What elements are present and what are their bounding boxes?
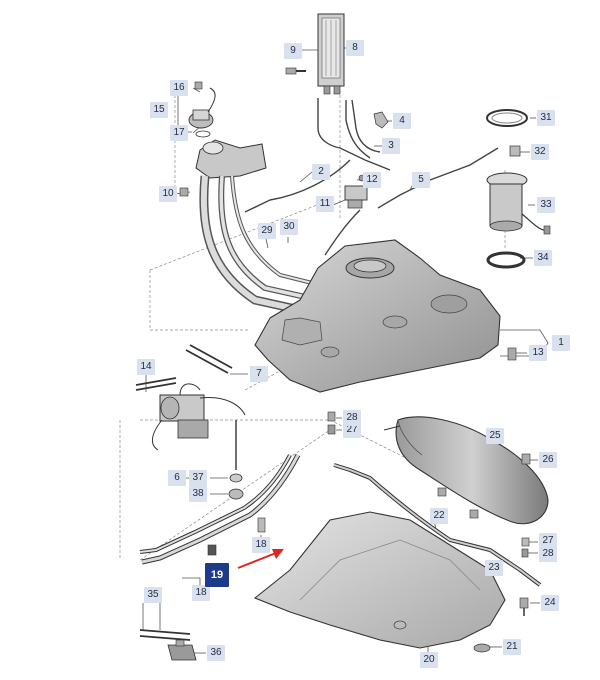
label-16: 16 [170, 80, 188, 96]
label-18-upper: 18 [252, 537, 270, 553]
highlight-arrow [237, 549, 284, 569]
underbody-shield [253, 511, 506, 649]
label-18-lower: 18 [192, 585, 210, 601]
label-28-lower: 28 [539, 546, 557, 562]
label-27-upper: 27 [343, 422, 361, 438]
straps-35 [139, 629, 191, 641]
label-15: 15 [150, 102, 168, 118]
label-2: 2 [312, 164, 330, 180]
label-30: 30 [280, 219, 298, 235]
sensor-lead [228, 420, 244, 500]
fuel-cap [188, 81, 216, 138]
label-17: 17 [170, 125, 188, 141]
label-27-lower: 27 [539, 533, 557, 549]
label-24: 24 [541, 595, 559, 611]
heat-shield [383, 416, 549, 525]
label-34: 34 [534, 250, 552, 266]
bolt-9 [285, 67, 306, 75]
label-37: 37 [189, 470, 207, 486]
label-28-upper: 28 [343, 410, 361, 426]
label-31: 31 [537, 110, 555, 126]
label-10: 10 [159, 186, 177, 202]
label-13: 13 [529, 345, 547, 361]
line-22 [333, 463, 542, 587]
label-12: 12 [363, 172, 381, 188]
clip-4 [373, 111, 389, 129]
lines-18 [139, 453, 301, 565]
label-9: 9 [284, 43, 302, 59]
label-29: 29 [258, 223, 276, 239]
label-23: 23 [485, 560, 503, 576]
fuel-tank [254, 239, 517, 393]
fuel-lines-upper [244, 98, 499, 256]
label-38: 38 [189, 486, 207, 502]
label-25: 25 [486, 428, 504, 444]
straps-7 [185, 344, 233, 374]
connector-36 [167, 639, 197, 661]
filler-neck [195, 139, 321, 315]
evap-canister [152, 383, 246, 451]
label-6: 6 [168, 470, 186, 486]
label-26: 26 [539, 452, 557, 468]
label-35: 35 [144, 587, 162, 603]
label-21: 21 [503, 639, 521, 655]
label-11: 11 [316, 196, 334, 212]
label-7: 7 [250, 366, 268, 382]
label-14: 14 [137, 359, 155, 375]
label-32: 32 [531, 144, 549, 160]
label-33: 33 [537, 197, 555, 213]
label-5: 5 [412, 172, 430, 188]
control-unit [317, 13, 345, 95]
label-3: 3 [382, 138, 400, 154]
label-8: 8 [346, 40, 364, 56]
label-1: 1 [552, 335, 570, 351]
label-20: 20 [420, 652, 438, 668]
label-22: 22 [430, 508, 448, 524]
filter-11 [344, 174, 368, 209]
bolt-10 [179, 187, 189, 197]
straps-14 [135, 377, 177, 391]
label-4: 4 [393, 113, 411, 129]
label-36: 36 [207, 645, 225, 661]
fuel-pump-module [486, 109, 551, 269]
label-19-highlighted: 19 [205, 563, 229, 587]
